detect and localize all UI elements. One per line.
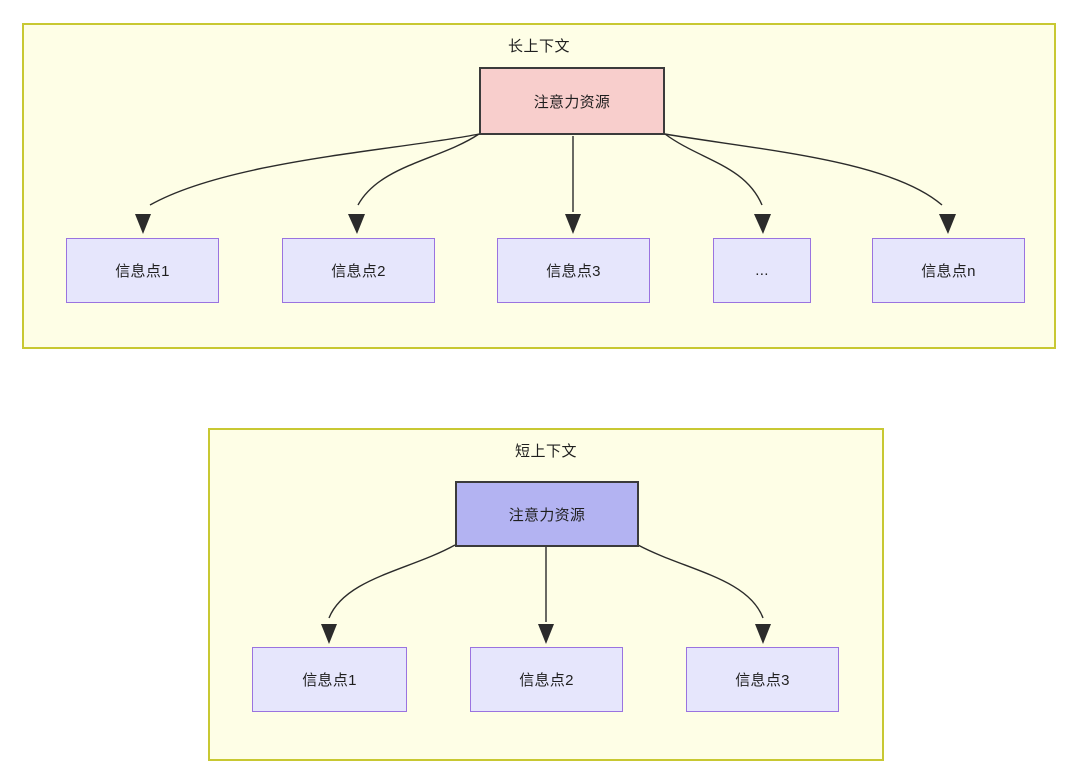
- node-label: 信息点2: [331, 263, 386, 280]
- node-label: 信息点2: [519, 672, 574, 689]
- node-label: 信息点1: [115, 263, 170, 280]
- node-info-point-ellipsis-long[interactable]: ...: [713, 238, 811, 303]
- node-label: 注意力资源: [508, 506, 586, 524]
- node-label: 信息点3: [735, 672, 790, 689]
- panel-short-context-title: 短上下文: [514, 443, 577, 460]
- node-info-point-1-long[interactable]: 信息点1: [66, 238, 219, 303]
- node-info-point-n-long[interactable]: 信息点n: [872, 238, 1025, 303]
- node-info-point-2-long[interactable]: 信息点2: [282, 238, 435, 303]
- node-label: 信息点1: [302, 672, 357, 689]
- node-info-point-3-short[interactable]: 信息点3: [686, 647, 839, 712]
- node-info-point-1-short[interactable]: 信息点1: [252, 647, 407, 712]
- node-label: 信息点n: [921, 263, 976, 280]
- panel-long-context-title: 长上下文: [507, 38, 570, 55]
- node-label: 注意力资源: [533, 93, 611, 111]
- node-attention-resource-short[interactable]: 注意力资源: [455, 481, 639, 547]
- node-info-point-2-short[interactable]: 信息点2: [470, 647, 623, 712]
- node-attention-resource-long[interactable]: 注意力资源: [479, 67, 665, 135]
- node-label: ...: [755, 262, 769, 279]
- node-label: 信息点3: [546, 263, 601, 280]
- node-info-point-3-long[interactable]: 信息点3: [497, 238, 650, 303]
